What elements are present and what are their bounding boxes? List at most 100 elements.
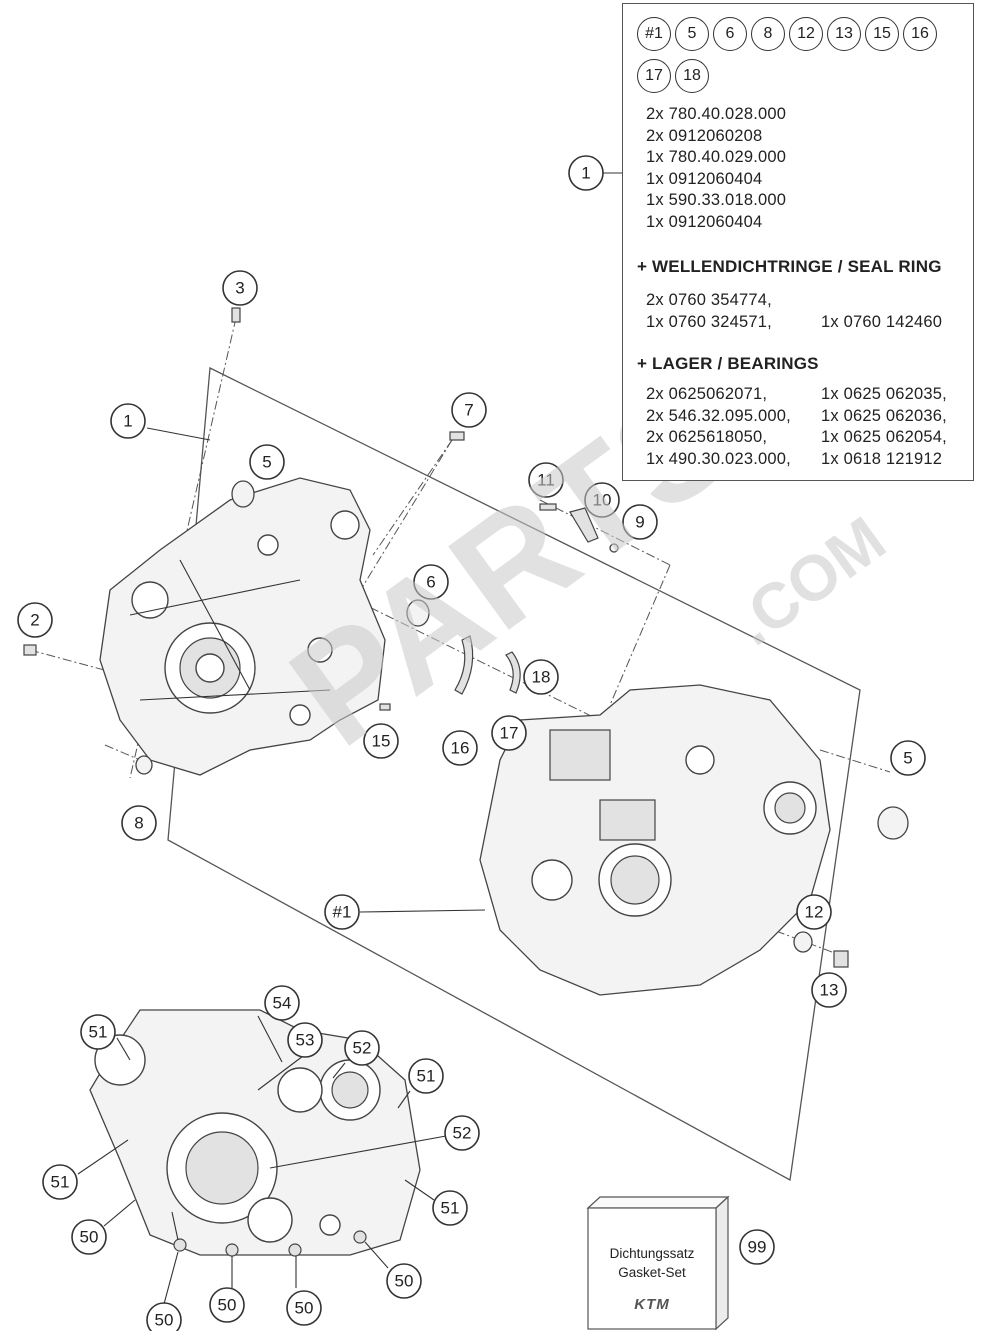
left-crankcase-half bbox=[99, 477, 386, 776]
chip-hash1: #1 bbox=[637, 17, 671, 51]
svg-text:3: 3 bbox=[235, 279, 244, 298]
svg-text:#1: #1 bbox=[333, 903, 352, 922]
callout-2: 2 bbox=[17, 602, 53, 638]
svg-text:99: 99 bbox=[748, 1238, 767, 1257]
svg-text:50: 50 bbox=[155, 1311, 174, 1330]
svg-text:52: 52 bbox=[453, 1124, 472, 1143]
callout-50e: 50 bbox=[286, 1290, 322, 1326]
parts-line: 2x 0912060208 bbox=[646, 127, 763, 145]
callout-54: 54 bbox=[264, 985, 300, 1021]
seal-ring-heading: + WELLENDICHTRINGE / SEAL RING bbox=[637, 257, 942, 276]
callout-9: 9 bbox=[622, 504, 658, 540]
seal-line: 2x 0760 354774, bbox=[646, 291, 772, 309]
parts-line: 1x 780.40.029.000 bbox=[646, 148, 787, 166]
bearing-line: 1x 0625 062035, bbox=[821, 385, 947, 403]
bearings-heading: + LAGER / BEARINGS bbox=[637, 354, 819, 373]
callout-51d: 51 bbox=[432, 1190, 468, 1226]
parts-line: 1x 590.33.018.000 bbox=[646, 191, 787, 209]
callout-52b: 52 bbox=[444, 1115, 480, 1151]
chip-17: 17 bbox=[637, 59, 671, 93]
callout-51c: 51 bbox=[42, 1164, 78, 1200]
svg-text:11: 11 bbox=[537, 471, 555, 490]
oil-pipe-17 bbox=[505, 651, 521, 694]
callout-3: 3 bbox=[222, 270, 258, 306]
bearing-line: 1x 0625 062036, bbox=[821, 407, 947, 425]
parts-line: 1x 0912060404 bbox=[646, 213, 763, 231]
screw-15 bbox=[379, 703, 391, 711]
callout-6: 6 bbox=[413, 564, 449, 600]
callout-52a: 52 bbox=[344, 1030, 380, 1066]
ktm-logo: KTM bbox=[634, 1296, 670, 1313]
svg-text:13: 13 bbox=[820, 981, 839, 1000]
callout-51b: 51 bbox=[408, 1058, 444, 1094]
bearing-5a bbox=[231, 480, 255, 508]
svg-text:12: 12 bbox=[805, 903, 824, 922]
callout-50b: 50 bbox=[386, 1263, 422, 1299]
chip-8: 8 bbox=[751, 17, 785, 51]
callout-13: 13 bbox=[811, 972, 847, 1008]
svg-text:10: 10 bbox=[593, 491, 612, 510]
svg-text:6: 6 bbox=[426, 573, 435, 592]
oil-pipe-16 bbox=[454, 635, 474, 695]
callout-hash1: #1 bbox=[324, 894, 360, 930]
callout-17: 17 bbox=[491, 715, 527, 751]
callout-5b: 5 bbox=[890, 740, 926, 776]
svg-text:7: 7 bbox=[464, 401, 473, 420]
gasket-kit-label-en: Gasket-Set bbox=[618, 1265, 686, 1280]
lever-10 bbox=[569, 507, 599, 543]
chip-16: 16 bbox=[903, 17, 937, 51]
lower-case-detail bbox=[89, 1009, 421, 1257]
callout-50a: 50 bbox=[71, 1219, 107, 1255]
washer-9 bbox=[609, 543, 619, 553]
gasket-kit-label-de: Dichtungssatz bbox=[609, 1246, 695, 1261]
callout-99: 99 bbox=[739, 1229, 775, 1265]
svg-text:51: 51 bbox=[89, 1023, 108, 1042]
callout-8: 8 bbox=[121, 805, 157, 841]
svg-text:15: 15 bbox=[372, 732, 391, 751]
svg-text:16: 16 bbox=[451, 739, 470, 758]
dowel-7 bbox=[449, 431, 465, 441]
callout-1: 1 bbox=[110, 403, 146, 439]
svg-text:9: 9 bbox=[635, 513, 644, 532]
callout-50d: 50 bbox=[209, 1287, 245, 1323]
screw-3 bbox=[231, 307, 241, 323]
callout-53: 53 bbox=[287, 1022, 323, 1058]
callout-18: 18 bbox=[523, 659, 559, 695]
right-crankcase-half bbox=[479, 684, 831, 996]
svg-text:51: 51 bbox=[417, 1067, 436, 1086]
bearing-line: 2x 0625062071, bbox=[646, 385, 768, 403]
svg-text:2: 2 bbox=[30, 611, 39, 630]
plug-13 bbox=[833, 950, 849, 968]
chip-5: 5 bbox=[675, 17, 709, 51]
svg-text:54: 54 bbox=[273, 994, 292, 1013]
svg-text:53: 53 bbox=[296, 1031, 315, 1050]
dowel-8 bbox=[135, 755, 153, 775]
leader-lines bbox=[77, 172, 622, 1305]
chip-18: 18 bbox=[675, 59, 709, 93]
parts-line: 1x 0912060404 bbox=[646, 170, 763, 188]
svg-text:51: 51 bbox=[441, 1199, 460, 1218]
included-parts-row-2: 17 18 bbox=[637, 59, 709, 93]
bearing-5b bbox=[877, 806, 909, 840]
bearing-6 bbox=[406, 599, 430, 627]
chip-6: 6 bbox=[713, 17, 747, 51]
svg-text:5: 5 bbox=[262, 453, 271, 472]
callout-5a: 5 bbox=[249, 444, 285, 480]
chip-15: 15 bbox=[865, 17, 899, 51]
svg-text:5: 5 bbox=[903, 749, 912, 768]
small-parts bbox=[23, 307, 909, 968]
screw-2 bbox=[23, 644, 37, 656]
callout-10: 10 bbox=[584, 482, 620, 518]
callout-11: 11 bbox=[528, 462, 564, 498]
bearing-line: 1x 490.30.023.000, bbox=[646, 450, 791, 468]
washer-12 bbox=[793, 931, 813, 953]
callout-15: 15 bbox=[363, 723, 399, 759]
svg-text:52: 52 bbox=[353, 1039, 372, 1058]
svg-text:51: 51 bbox=[51, 1173, 70, 1192]
svg-text:50: 50 bbox=[218, 1296, 237, 1315]
svg-text:8: 8 bbox=[134, 814, 143, 833]
callout-50c: 50 bbox=[146, 1302, 182, 1331]
screw-11 bbox=[539, 503, 557, 511]
info-box: #1 5 6 8 12 13 15 16 17 18 2x 780.40.028… bbox=[622, 3, 974, 481]
